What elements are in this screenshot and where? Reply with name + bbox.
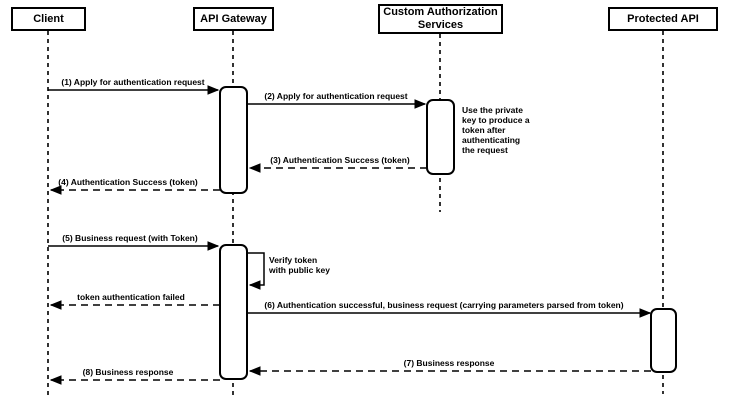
self-message-label: Verify token with public key (269, 255, 330, 275)
message-8-label: (8) Business response (82, 367, 174, 377)
message-7-label: (7) Business response (403, 358, 495, 368)
self-message-arrow (247, 252, 265, 285)
message-1-label: (1) Apply for authentication request (61, 77, 205, 87)
activation-api-gateway-2 (219, 244, 248, 380)
message-5-label: (5) Business request (with Token) (62, 233, 198, 243)
actor-protected-api: Protected API (608, 7, 718, 31)
actor-custom-authorization-services: Custom Authorization Services (378, 4, 503, 34)
message-3-label: (3) Authentication Success (token) (270, 155, 410, 165)
message-2-label: (2) Apply for authentication request (264, 91, 408, 101)
activation-protected-api (650, 308, 677, 373)
actor-api-gateway: API Gateway (193, 7, 274, 31)
message-fail-label: token authentication failed (77, 292, 185, 302)
activation-custom-authorization-services (426, 99, 455, 175)
activation-api-gateway-1 (219, 86, 248, 194)
message-6-label: (6) Authentication successful, business … (264, 300, 624, 310)
note-private-key: Use the private key to produce a token a… (462, 105, 530, 155)
message-4-label: (4) Authentication Success (token) (58, 177, 198, 187)
actor-client: Client (11, 7, 86, 31)
